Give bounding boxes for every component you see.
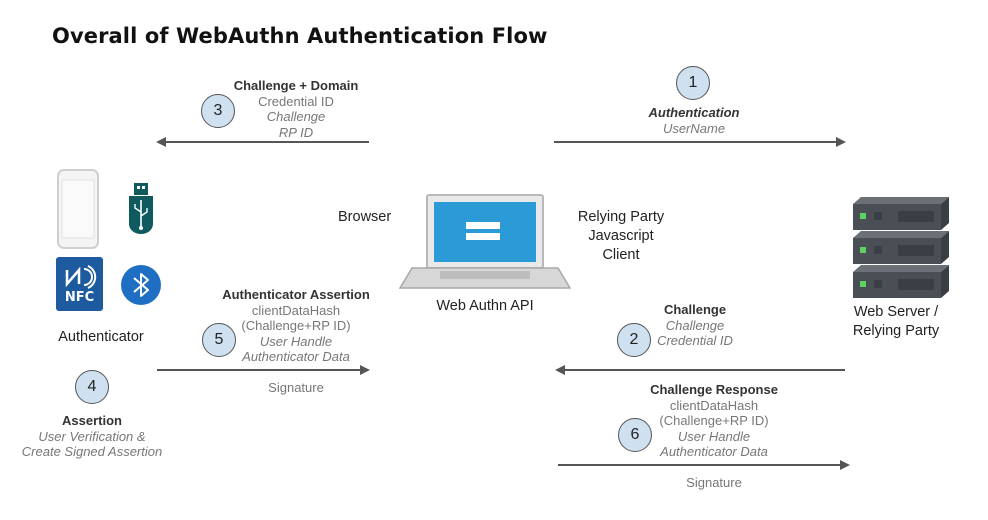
step-2-text: Challenge Challenge Credential ID	[657, 302, 733, 348]
laptop-icon	[398, 194, 572, 289]
usb-key-icon	[129, 183, 153, 234]
authenticator-label: Authenticator	[58, 329, 144, 345]
step-5-text: Authenticator Assertion clientDataHash (…	[222, 287, 370, 364]
step-4-text: Assertion User Verification & Create Sig…	[21, 413, 163, 459]
step-2-badge: 2	[617, 323, 651, 357]
step-6-text: Challenge Response clientDataHash (Chall…	[650, 382, 778, 459]
nfc-icon	[56, 257, 103, 311]
nfc-label: NFC	[64, 290, 95, 305]
bluetooth-icon	[121, 265, 161, 305]
step-5-badge: 5	[202, 323, 236, 357]
step-6-badge: 6	[618, 418, 652, 452]
step-3-badge: 3	[201, 94, 235, 128]
relying-party-client-label: Relying Party Javascript Client	[577, 209, 665, 263]
diagram-title: Overall of WebAuthn Authentication Flow	[52, 24, 548, 48]
web-server-label: Web Server / Relying Party	[852, 304, 940, 339]
step-4-badge: 4	[75, 370, 109, 404]
server-icon	[853, 197, 949, 298]
step-1-badge: 1	[676, 66, 710, 100]
browser-label: Browser	[338, 209, 392, 225]
step-3-text: Challenge + Domain Credential ID Challen…	[233, 78, 359, 140]
phone-icon	[57, 169, 99, 249]
web-authn-api-label: Web Authn API	[436, 298, 534, 314]
step-5-signature: Signature	[268, 380, 324, 395]
step-6-signature: Signature	[686, 475, 742, 490]
step-1-text: Authentication UserName	[648, 105, 740, 136]
